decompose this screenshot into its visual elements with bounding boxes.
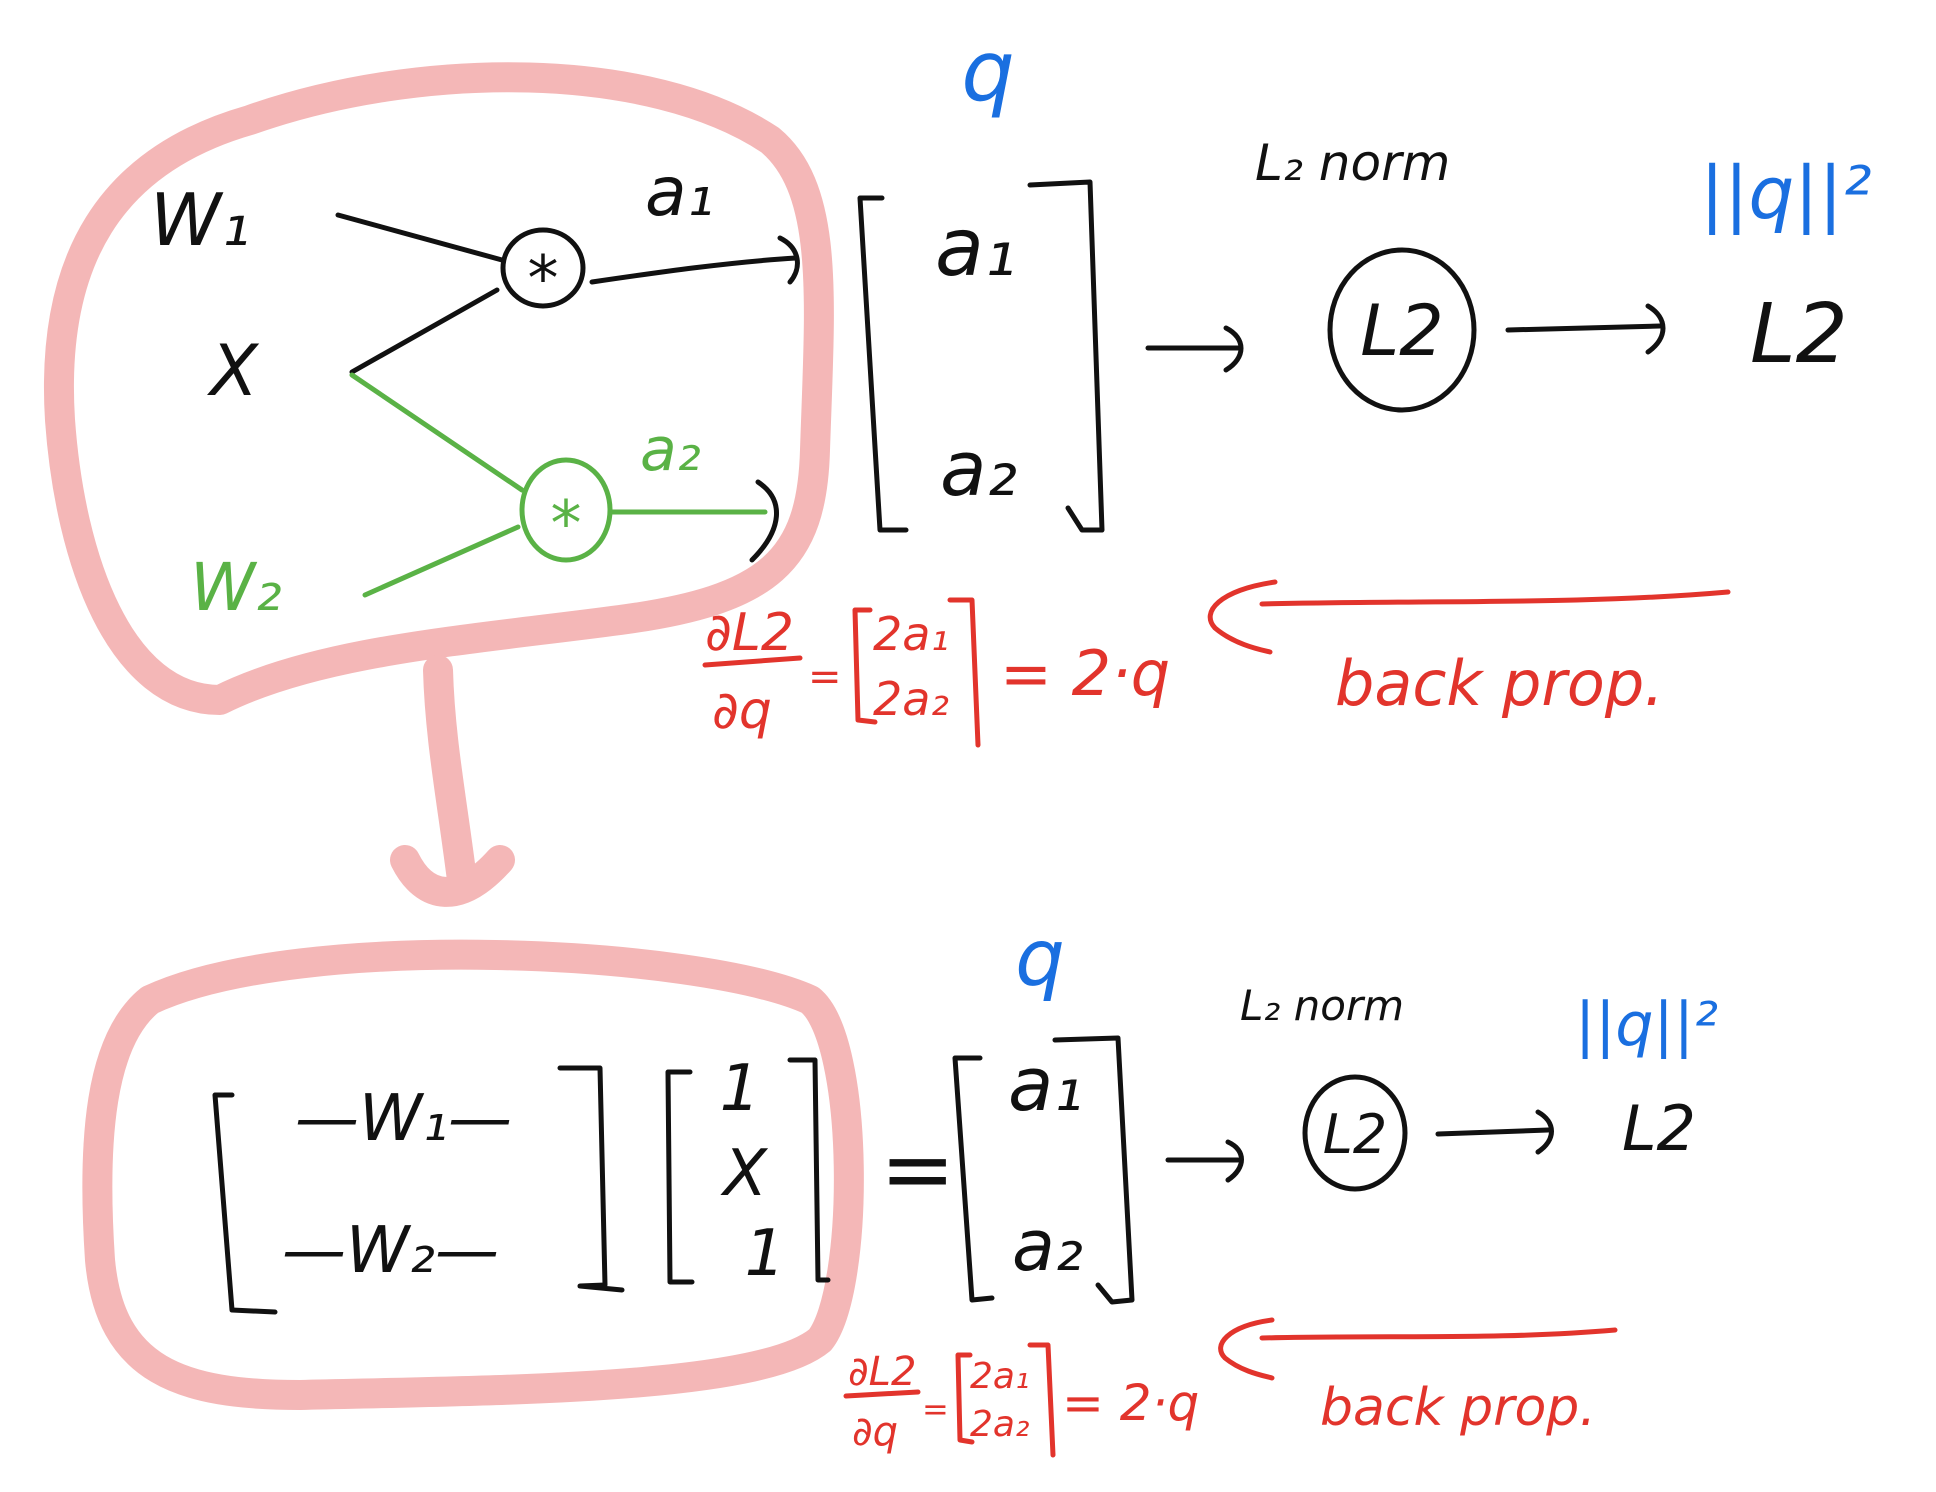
top-norm-label: L₂ norm	[1255, 134, 1450, 192]
top-mult-node-1-symbol: *	[528, 242, 559, 315]
edge-x-mult2	[349, 372, 525, 493]
transition-arrow-shaft	[423, 655, 477, 895]
top-input-x: X	[206, 330, 260, 412]
arrowhead-a1	[777, 235, 800, 285]
bottom-output: L2	[1622, 1092, 1696, 1165]
top-grad-result: = 2·q	[1000, 637, 1170, 710]
bottom-backprop-arrow-shaft	[1259, 1327, 1618, 1341]
bottom-grad-entry-1: 2a₁	[970, 1356, 1029, 1397]
top-grad-right-bracket	[947, 597, 981, 748]
bottom-arrow-norm-to-output-shaft	[1435, 1127, 1551, 1137]
bottom-norm-node-label: L2	[1323, 1103, 1387, 1166]
top-mult-node-1	[500, 227, 586, 309]
bottom-grad-fraction-bar	[843, 1389, 921, 1399]
top-grad-entry-1: 2a₁	[873, 607, 949, 661]
top-backprop-arrow-head	[1207, 579, 1278, 655]
edge-w2-mult2	[362, 524, 521, 598]
bottom-vector-entry-2: a₂	[1012, 1205, 1083, 1287]
bottom-grad-right-bracket	[1027, 1342, 1056, 1458]
matrix-left-bracket	[212, 1092, 278, 1315]
edge-x-mult1	[349, 287, 500, 375]
top-edge-a1: a₁	[645, 153, 714, 232]
top-mult-node-2-symbol: *	[551, 487, 582, 560]
top-grad-numerator: ∂L2	[705, 603, 794, 663]
arrow-vector-to-norm-head	[1223, 325, 1244, 373]
arrow-norm-to-output-shaft	[1505, 323, 1663, 333]
top-grad-entry-2: 2a₂	[873, 672, 949, 726]
top-vector-right-bracket	[1027, 179, 1105, 533]
input-vector-entry-3: 1	[745, 1217, 786, 1291]
bottom-vector-right-bracket	[1052, 1035, 1135, 1305]
bottom-norm-label: L₂ norm	[1240, 981, 1404, 1030]
bottom-norm-node	[1302, 1074, 1408, 1192]
bottom-norm-result-label: ||q||²	[1575, 990, 1718, 1060]
top-backprop-label: back prop.	[1335, 647, 1664, 720]
bottom-grad-eq: =	[922, 1390, 949, 1428]
bottom-eq: =	[880, 1117, 955, 1222]
edge-w1-mult1	[335, 212, 505, 263]
top-norm-result-label: ||q||²	[1700, 151, 1872, 236]
input-vector-right-bracket	[787, 1057, 831, 1283]
top-vector-left-bracket	[857, 195, 909, 533]
matrix-row-1: —W₁—	[295, 1082, 512, 1156]
edge-mult1-out	[589, 255, 799, 285]
matrix-row-2: —W₂—	[282, 1214, 499, 1288]
top-input-w1: W₁	[150, 178, 250, 262]
bottom-backprop-label: back prop.	[1320, 1378, 1596, 1438]
top-vector-entry-2: a₂	[940, 424, 1017, 513]
top-vector-entry-1: a₁	[935, 201, 1016, 294]
input-vector-entry-1: 1	[720, 1052, 761, 1126]
top-input-w2: W₂	[190, 549, 282, 626]
top-backprop-arrow-shaft	[1259, 589, 1731, 607]
bottom-vector-entry-1: a₁	[1008, 1042, 1083, 1128]
bottom-grad-entry-2: 2a₂	[970, 1404, 1029, 1445]
bottom-arrow-norm-to-output-head	[1535, 1109, 1554, 1155]
arrow-norm-to-output-head	[1645, 303, 1666, 355]
bottom-arrow-vector-to-norm-head	[1225, 1139, 1244, 1183]
top-vector-label-q: q	[961, 22, 1014, 120]
top-highlight-outline	[44, 62, 834, 715]
top-grad-eq: =	[808, 654, 842, 700]
top-mult-node-2	[519, 457, 613, 563]
top-output: L2	[1750, 287, 1848, 382]
bottom-vector-left-bracket	[952, 1055, 995, 1303]
bottom-grad-result: = 2·q	[1062, 1374, 1199, 1432]
input-vector-entry-2: X	[720, 1137, 768, 1211]
transition-arrow-head	[390, 845, 515, 907]
bottom-grad-numerator: ∂L2	[848, 1349, 916, 1395]
top-norm-node-label: L2	[1360, 290, 1444, 372]
bottom-grad-left-bracket	[955, 1352, 975, 1445]
input-vector-left-bracket	[665, 1069, 695, 1285]
matrix-right-bracket	[557, 1065, 625, 1293]
top-grad-left-bracket	[852, 607, 878, 725]
bottom-grad-denominator: ∂q	[852, 1409, 898, 1455]
top-edge-a2: a₂	[640, 415, 701, 485]
top-grad-fraction-bar	[702, 655, 803, 668]
bottom-vector-label-q: q	[1015, 914, 1065, 1004]
arrowhead-a2	[749, 479, 779, 563]
bottom-backprop-arrow-head	[1218, 1317, 1275, 1381]
top-norm-node	[1327, 247, 1477, 413]
bottom-highlight-outline	[82, 939, 864, 1410]
top-grad-denominator: ∂q	[712, 681, 772, 741]
